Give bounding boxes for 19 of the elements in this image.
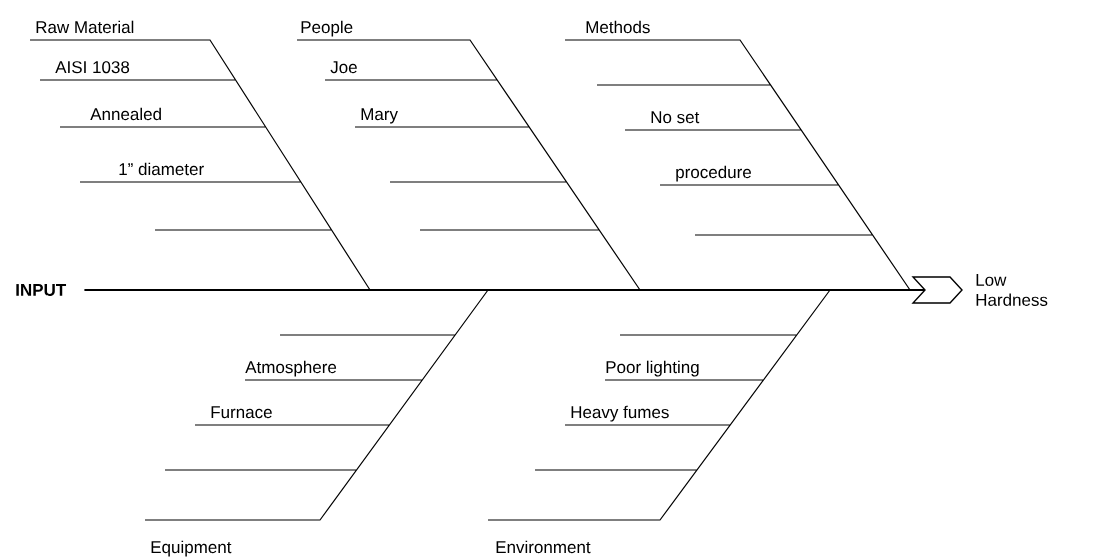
category-label: Methods: [586, 20, 650, 34]
category-label: People: [301, 20, 353, 37]
cause-label: Atmosphere: [245, 360, 337, 377]
cause-label: No set: [651, 111, 700, 124]
effect-label: Low Hardness: [976, 274, 1048, 306]
cause-label: procedure: [676, 165, 751, 182]
cause-label: Annealed: [90, 107, 161, 121]
category-label: Equipment: [151, 540, 232, 557]
cause-label: Joe: [330, 61, 357, 74]
cause-label: Poor lighting: [606, 360, 699, 377]
category-label: Environment: [496, 540, 591, 554]
cause-label: Heavy fumes: [571, 405, 669, 422]
cause-label: Mary: [361, 108, 398, 124]
input-label: INPUT: [16, 284, 67, 296]
chevron-arrow: [911, 276, 963, 304]
cause-label: 1” diameter: [119, 162, 204, 176]
cause-label: AISI 1038: [55, 61, 130, 74]
category-label: Raw Material: [36, 20, 134, 34]
cause-label: Furnace: [211, 406, 272, 419]
